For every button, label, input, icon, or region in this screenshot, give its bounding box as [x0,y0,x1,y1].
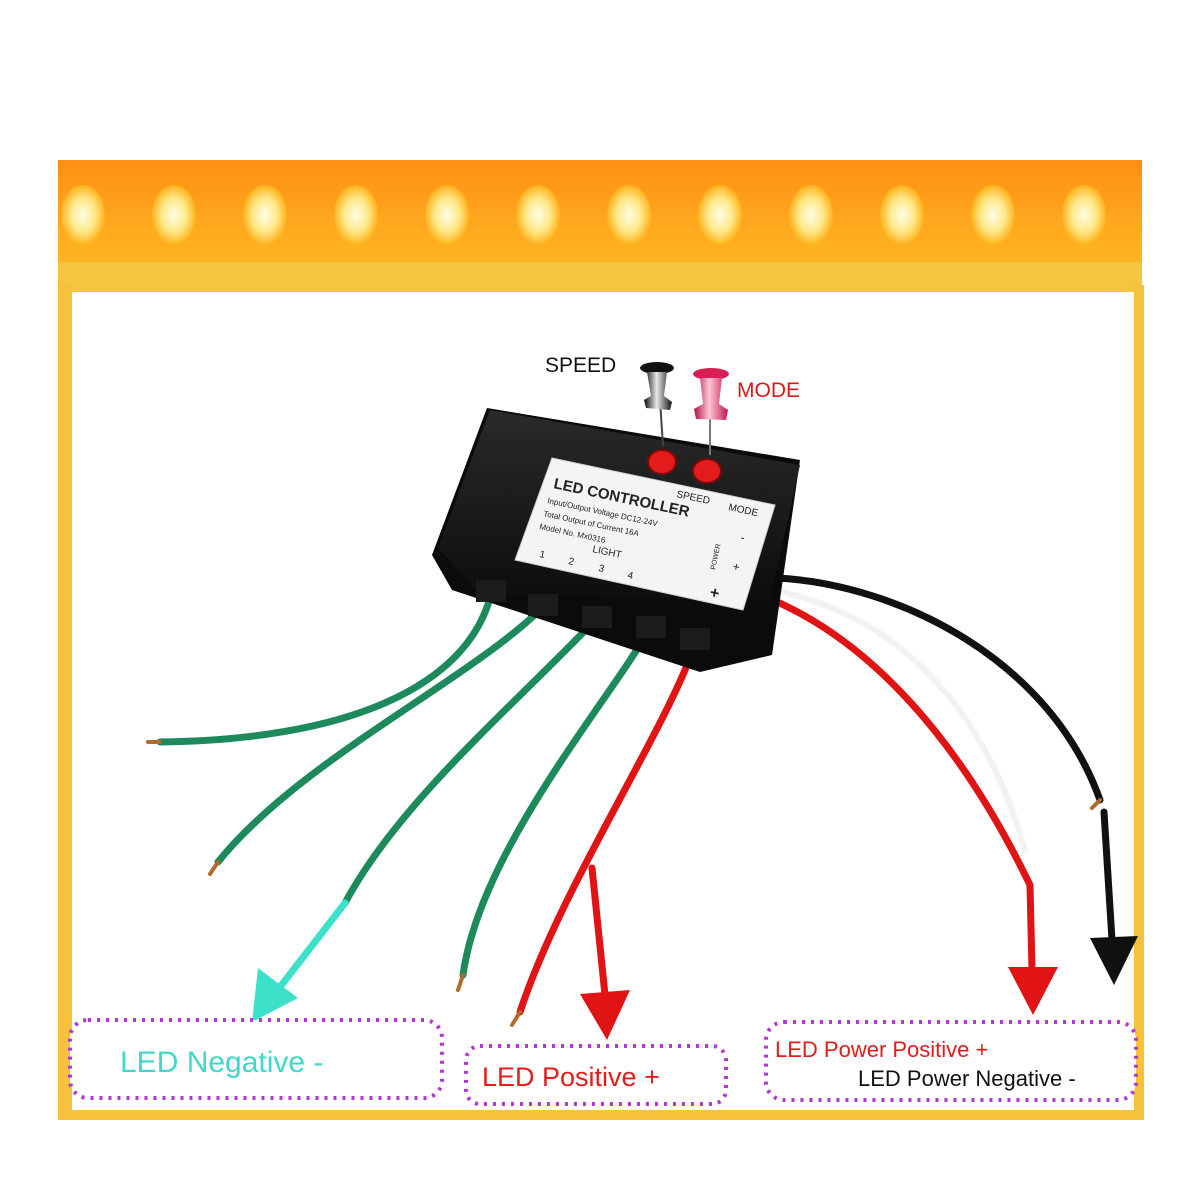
red-wire-led [516,646,697,1016]
green-wire-3 [341,614,601,907]
led-power-box [764,1020,1138,1102]
speed-button[interactable] [647,449,677,475]
led-dot [61,185,105,245]
led-dot [971,185,1015,245]
mode-pin-icon [693,368,729,455]
port-1 [476,580,506,602]
arrows [252,808,1138,1040]
channel-1-label: 1 [538,549,546,561]
white-wire-power [769,587,1028,853]
led-negative-box [68,1018,444,1100]
cyan-arrow-head [252,968,298,1022]
speed-pin-icon [640,362,674,447]
port-4 [636,616,666,638]
speed-label: SPEED [545,354,616,377]
copper-tip-black [1090,798,1102,810]
green-wire-2 [214,603,547,866]
controller-minus-sign: - [739,530,746,545]
led-negative-label: LED Negative - [120,1046,323,1079]
green-wire-1 [156,586,496,746]
port-5 [680,628,710,650]
mode-label: MODE [737,379,800,402]
led-dot [880,185,924,245]
led-dot [516,185,560,245]
black-arrow-head [1090,936,1138,985]
led-dot [1062,185,1106,245]
label-boxes [68,1018,1138,1106]
led-positive-box [464,1044,728,1106]
copper-tip-red [510,1010,522,1027]
led-strip [58,160,1142,292]
red-wire-power [764,594,1034,889]
black-arrow-shaft [1100,808,1116,944]
green-wire-4 [459,624,654,979]
led-dot [243,185,287,245]
red-arrow-led-head [580,990,630,1040]
channel-4-label: 4 [626,570,634,582]
led-power-negative-label: LED Power Negative - [858,1066,1076,1091]
box-ports [476,580,710,650]
led-positive-label: LED Positive + [482,1062,660,1092]
frame-left [58,285,72,1120]
controller-label-sticker [514,457,776,611]
port-2 [528,594,558,616]
channel-2-label: 2 [567,556,575,568]
frame-bottom [58,1110,1144,1120]
frame-right [1134,285,1144,1120]
wires [146,574,1104,1027]
channel-3-label: 3 [597,563,605,575]
led-dot [698,185,742,245]
led-dots [61,185,1106,245]
controller-plus-sign-small: + [731,559,741,574]
led-power-positive-label: LED Power Positive + [775,1037,988,1062]
copper-tip-4 [456,973,465,992]
red-arrow-power-head [1008,967,1058,1015]
controller-plus-sign: + [708,584,721,603]
red-arrow-power-shaft [1026,881,1036,974]
copper-tip-2 [208,860,220,876]
led-dot [789,185,833,245]
controller-box [432,408,800,672]
red-arrow-led-shaft [588,864,609,999]
mode-button[interactable] [692,458,722,484]
led-strip-band [58,160,1142,272]
led-strip-edge [58,262,1142,292]
cyan-arrow-shaft [266,899,349,1004]
led-dot [607,185,651,245]
led-dot [152,185,196,245]
led-dot [334,185,378,245]
black-wire-power [774,574,1104,804]
led-dot [425,185,469,245]
port-3 [582,606,612,628]
